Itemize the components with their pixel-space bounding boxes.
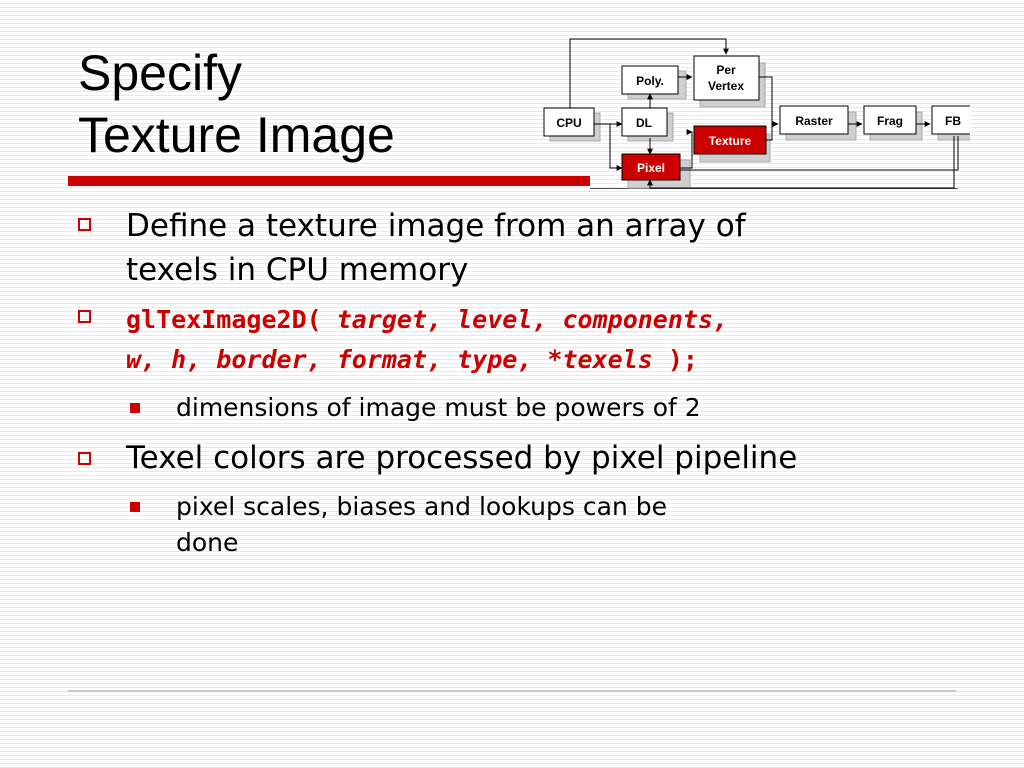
node-frag (863, 105, 917, 135)
slide-title: Specify Texture Image (78, 42, 395, 166)
node-poly (621, 65, 679, 95)
bullet-3-sub-1-line-2: done (176, 528, 239, 557)
sub-bullet-marker-1 (130, 403, 140, 413)
node-raster-label: Raster (795, 114, 833, 128)
gl-function-args-1: target, level, components, (336, 305, 729, 334)
node-frag-label: Frag (877, 114, 903, 128)
sub-bullet-marker-2 (130, 502, 140, 512)
node-texture (693, 125, 767, 155)
title-underline-bar (68, 176, 590, 186)
bullet-1-line-2: texels in CPU memory (126, 252, 469, 288)
node-pixel-label: Pixel (637, 161, 665, 175)
bullet-1-line-1: Define a texture image from an array of (126, 208, 746, 244)
bullet-marker-1 (78, 218, 91, 231)
bullet-2-code: glTexImage2D( target, level, components,… (126, 300, 956, 380)
node-dl-label: DL (636, 116, 652, 130)
node-pixel (621, 153, 681, 181)
bullet-marker-3 (78, 452, 91, 465)
node-dl (621, 107, 668, 137)
gl-function-close: ); (652, 345, 698, 374)
node-cpu (543, 107, 595, 137)
gl-function-name: glTexImage2D( (126, 305, 337, 334)
bullet-3-text: Texel colors are processed by pixel pipe… (126, 440, 798, 476)
pipeline-diagram: CPU DL Poly. Per Vertex Raster Frag FB T… (530, 30, 983, 204)
footer-rule (68, 690, 956, 692)
node-poly-label: Poly. (636, 74, 664, 88)
node-per-vertex-label-1: Per (716, 63, 736, 77)
node-fb-label: FB (945, 114, 961, 128)
node-cpu-label: CPU (556, 116, 581, 130)
gl-function-args-2: w, h, border, format, type, *texels (126, 345, 653, 374)
slide-title-line-2: Texture Image (78, 107, 395, 163)
bullet-3-sub-1: pixel scales, biases and lookups can be … (176, 489, 876, 561)
node-per-vertex-label-2: Vertex (708, 79, 744, 93)
pipeline-svg: CPU DL Poly. Per Vertex Raster Frag FB T… (543, 38, 983, 189)
node-fb (931, 105, 975, 135)
node-per-vertex (693, 55, 760, 101)
bullet-1-text: Define a texture image from an array of … (126, 204, 946, 292)
node-texture-label: Texture (709, 134, 752, 148)
slide-title-line-1: Specify (78, 45, 242, 101)
bullet-2-sub-1: dimensions of image must be powers of 2 (176, 393, 701, 422)
node-raster (779, 105, 849, 135)
bullet-3-sub-1-line-1: pixel scales, biases and lookups can be (176, 492, 667, 521)
bullet-marker-2 (78, 310, 91, 323)
